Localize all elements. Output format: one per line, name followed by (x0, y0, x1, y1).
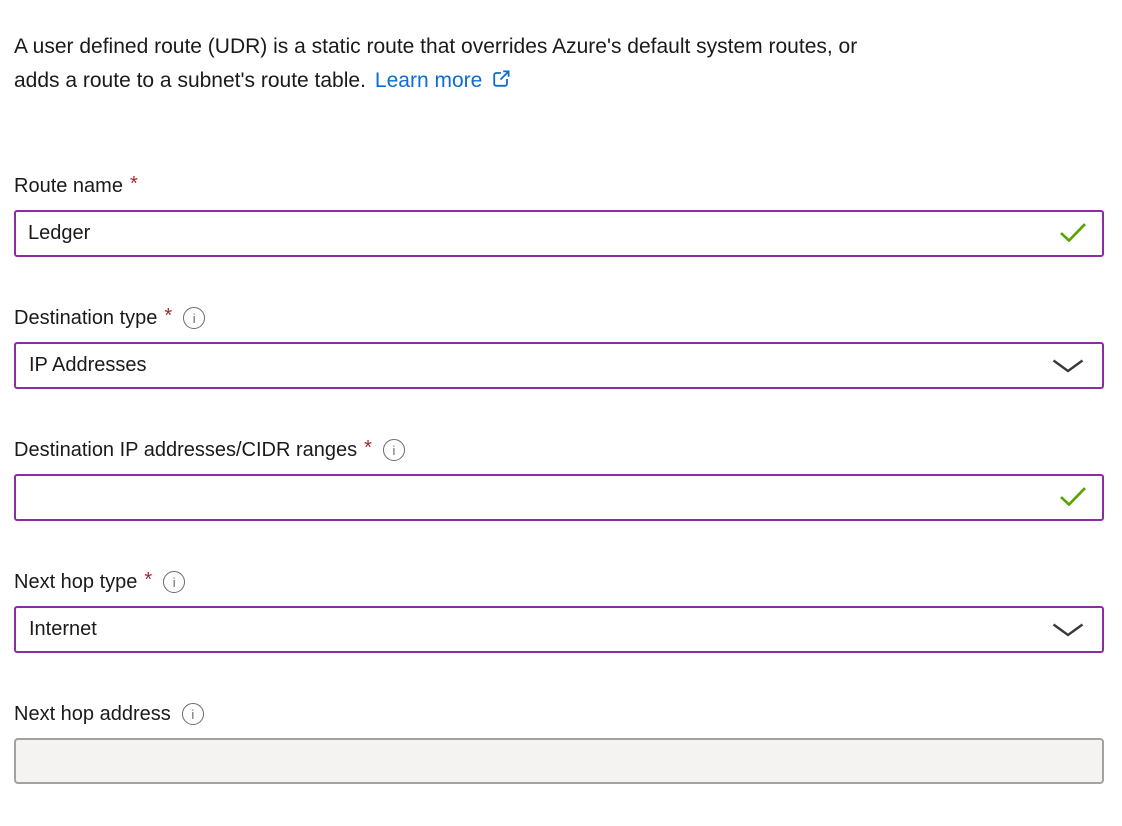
required-asterisk: * (364, 437, 372, 459)
next-hop-type-label: Next hop type (14, 571, 138, 593)
chevron-down-icon (1052, 623, 1084, 637)
required-asterisk: * (129, 173, 138, 195)
destination-type-value: IP Addresses (29, 354, 147, 376)
required-asterisk: * (164, 305, 173, 327)
description-line2: adds a route to a subnet's route table. (14, 69, 366, 92)
destination-type-label: Destination type (14, 307, 158, 329)
info-icon[interactable]: i (183, 307, 206, 329)
field-destination-type: Destination type * i IP Addresses (14, 305, 1108, 389)
route-name-input[interactable] (14, 210, 1104, 257)
description-line1: A user defined route (UDR) is a static r… (14, 35, 858, 58)
external-link-icon (490, 67, 512, 101)
field-next-hop-type: Next hop type * i Internet (14, 569, 1108, 653)
info-icon[interactable]: i (163, 571, 186, 593)
destination-type-dropdown[interactable]: IP Addresses (14, 342, 1104, 389)
field-destination-ip: Destination IP addresses/CIDR ranges * i (14, 437, 1108, 521)
destination-ip-input[interactable] (14, 474, 1104, 521)
info-icon[interactable]: i (382, 439, 405, 461)
next-hop-type-value: Internet (29, 618, 97, 640)
learn-more-link[interactable]: Learn more (374, 69, 483, 92)
destination-ip-label: Destination IP addresses/CIDR ranges (14, 439, 358, 461)
field-next-hop-address: Next hop address i (14, 701, 1108, 784)
next-hop-type-dropdown[interactable]: Internet (14, 606, 1104, 653)
next-hop-address-input (14, 738, 1104, 784)
description-text: A user defined route (UDR) is a static r… (14, 30, 1084, 101)
required-asterisk: * (144, 569, 153, 591)
next-hop-address-label: Next hop address (14, 703, 171, 725)
info-icon[interactable]: i (181, 703, 204, 725)
chevron-down-icon (1052, 359, 1084, 373)
field-route-name: Route name * (14, 173, 1108, 257)
route-name-label: Route name (14, 175, 123, 197)
